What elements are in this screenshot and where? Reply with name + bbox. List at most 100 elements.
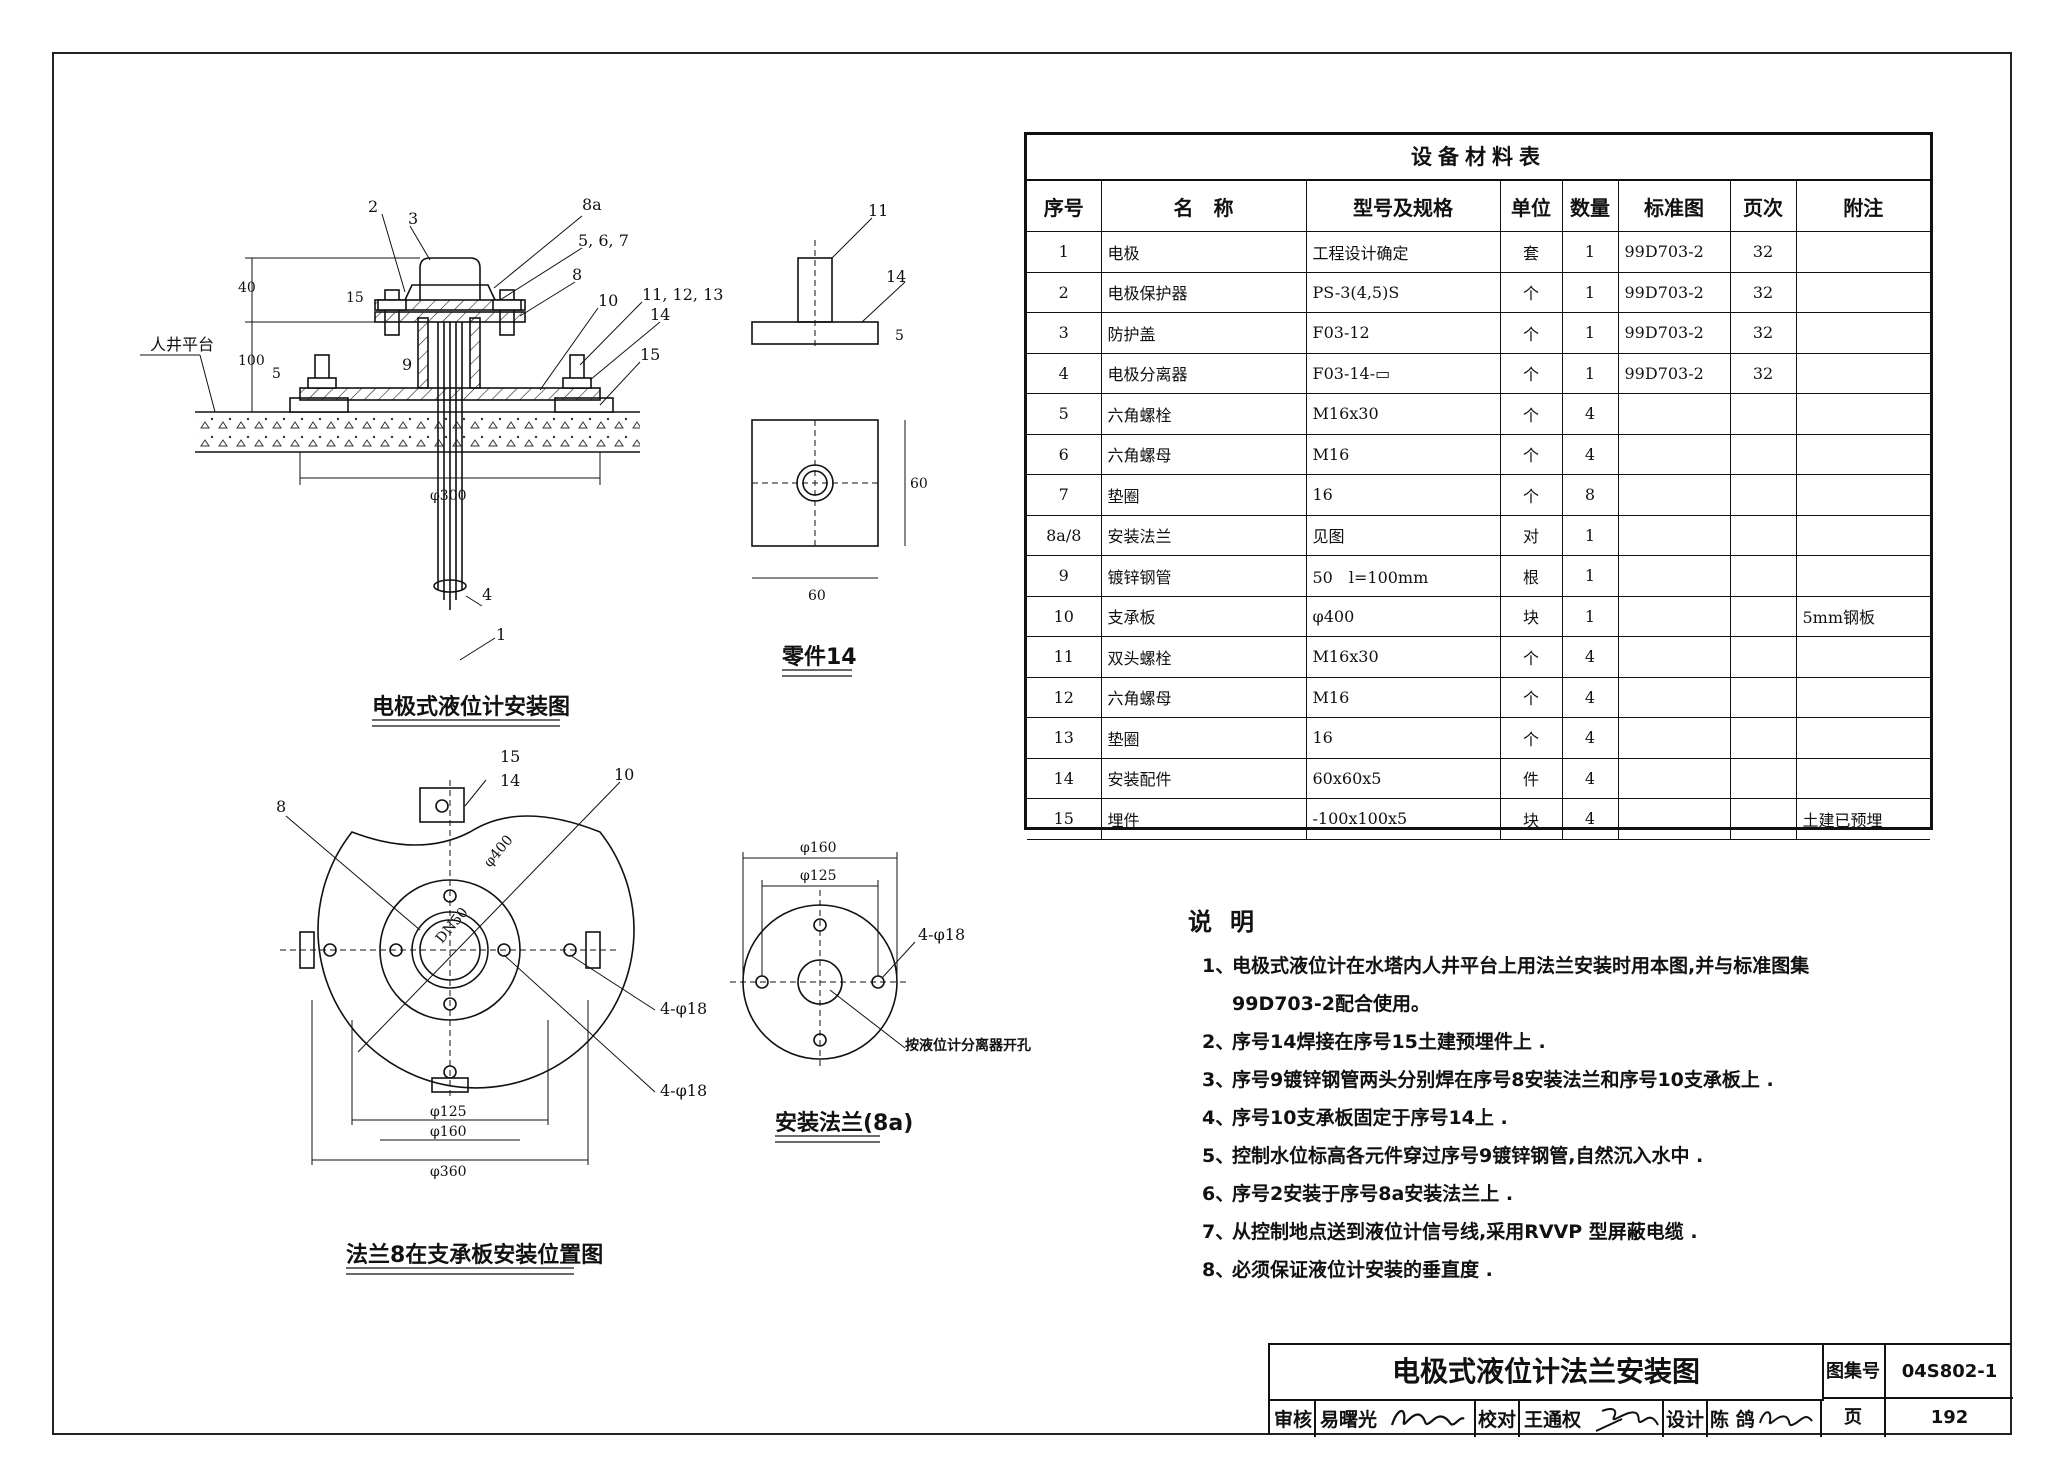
table-cell: 电极 bbox=[1100, 231, 1307, 273]
note-number: 4、 bbox=[1202, 1107, 1235, 1129]
table-cell: 个 bbox=[1499, 676, 1563, 718]
callout-2: 2 bbox=[368, 197, 378, 216]
table-cell: 11 bbox=[1027, 636, 1102, 678]
p14-callout-11: 11 bbox=[868, 201, 888, 220]
table-cell: 1 bbox=[1561, 231, 1619, 273]
table-cell: 32 bbox=[1729, 352, 1797, 394]
table-cell bbox=[1795, 757, 1930, 799]
designer-signature bbox=[1759, 1411, 1813, 1427]
table-cell: 5 bbox=[1027, 393, 1102, 435]
fp-callout-4phi18-a: 4-φ18 bbox=[660, 999, 707, 1018]
page-number: 192 bbox=[1930, 1407, 1969, 1428]
table-cell: M16x30 bbox=[1305, 636, 1501, 678]
col-header: 序号 bbox=[1027, 181, 1102, 232]
fp-dim-phi125: φ125 bbox=[430, 1104, 467, 1120]
table-cell bbox=[1795, 433, 1930, 475]
table-cell: 13 bbox=[1027, 717, 1102, 759]
reviewer-name: 易曙光 bbox=[1320, 1409, 1378, 1431]
dim-5: 5 bbox=[272, 366, 281, 382]
table-cell: 双头螺栓 bbox=[1100, 636, 1307, 678]
table-cell bbox=[1795, 352, 1930, 394]
signature-row: 审核 易曙光 校对 王通权 设计 陈 鸽 bbox=[1270, 1399, 1822, 1437]
table-cell: 99D703-2 bbox=[1617, 271, 1731, 313]
table-cell bbox=[1729, 393, 1797, 435]
table-cell: M16 bbox=[1305, 676, 1501, 718]
table-cell bbox=[1729, 433, 1797, 475]
p14-dim-60-v: 60 bbox=[910, 476, 928, 492]
fp-callout-14: 14 bbox=[500, 771, 520, 790]
table-cell: 安装法兰 bbox=[1100, 514, 1307, 556]
table-cell bbox=[1617, 393, 1731, 435]
dim-40: 40 bbox=[238, 280, 256, 296]
table-cell: 对 bbox=[1499, 514, 1563, 556]
flange8a-drawing bbox=[730, 852, 916, 1143]
table-cell bbox=[1729, 798, 1797, 840]
p14-callout-14: 14 bbox=[886, 267, 906, 286]
table-cell bbox=[1795, 555, 1930, 597]
table-cell: 1 bbox=[1561, 555, 1619, 597]
table-cell bbox=[1795, 717, 1930, 759]
table-cell: 10 bbox=[1027, 595, 1102, 637]
table-cell bbox=[1729, 595, 1797, 637]
table-cell bbox=[1729, 474, 1797, 516]
table-cell: 32 bbox=[1729, 231, 1797, 273]
callout-3: 3 bbox=[408, 209, 418, 228]
table-cell bbox=[1617, 555, 1731, 597]
table-cell: 8a/8 bbox=[1027, 514, 1102, 556]
table-cell: 99D703-2 bbox=[1617, 352, 1731, 394]
table-cell: 99D703-2 bbox=[1617, 231, 1731, 273]
f8a-callout-4phi18: 4-φ18 bbox=[918, 925, 965, 944]
flange-position-labels: 15 14 10 8 4-φ18 4-φ18 φ400 DN50 φ125 φ1… bbox=[276, 747, 707, 1268]
table-cell: 4 bbox=[1561, 433, 1619, 475]
table-cell: 套 bbox=[1499, 231, 1563, 273]
table-cell: 见图 bbox=[1305, 514, 1501, 556]
callout-8a: 8a bbox=[582, 195, 602, 214]
table-cell: 15 bbox=[1027, 798, 1102, 840]
table-cell: 4 bbox=[1561, 757, 1619, 799]
table-cell bbox=[1729, 636, 1797, 678]
table-cell: 1 bbox=[1561, 271, 1619, 313]
table-cell bbox=[1617, 676, 1731, 718]
table-cell: 4 bbox=[1027, 352, 1102, 394]
flange8a-caption: 安装法兰(8a) bbox=[775, 1110, 913, 1136]
table-cell: 1 bbox=[1561, 514, 1619, 556]
table-cell: 根 bbox=[1499, 555, 1563, 597]
fp-callout-4phi18-b: 4-φ18 bbox=[660, 1081, 707, 1100]
drawing-title: 电极式液位计法兰安装图 bbox=[1270, 1345, 1824, 1401]
note-item: 8、必须保证液位计安装的垂直度 . bbox=[1202, 1251, 1948, 1289]
dim-15: 15 bbox=[346, 290, 364, 306]
table-cell bbox=[1617, 433, 1731, 475]
flange-position-drawing bbox=[280, 779, 656, 1275]
table-cell: 件 bbox=[1499, 757, 1563, 799]
install-drawing bbox=[140, 213, 661, 727]
table-cell bbox=[1795, 231, 1930, 273]
table-cell: 99D703-2 bbox=[1617, 312, 1731, 354]
note-number: 8、 bbox=[1202, 1259, 1235, 1281]
note-item: 4、序号10支承板固定于序号14上 . bbox=[1202, 1099, 1948, 1137]
table-cell: 1 bbox=[1561, 312, 1619, 354]
table-cell: 防护盖 bbox=[1100, 312, 1307, 354]
dim-100: 100 bbox=[238, 353, 265, 369]
table-cell: 3 bbox=[1027, 312, 1102, 354]
review-label: 审核 bbox=[1274, 1409, 1313, 1431]
table-cell: 4 bbox=[1561, 393, 1619, 435]
material-table-title: 设备材料表 bbox=[1027, 135, 1930, 181]
table-cell: 埋件 bbox=[1100, 798, 1307, 840]
note-number: 5、 bbox=[1202, 1145, 1235, 1167]
fp-callout-15: 15 bbox=[500, 747, 520, 766]
table-cell bbox=[1795, 676, 1930, 718]
part14-caption: 零件14 bbox=[781, 645, 857, 670]
table-cell: 12 bbox=[1027, 676, 1102, 718]
table-cell: 个 bbox=[1499, 474, 1563, 516]
callout-14: 14 bbox=[650, 305, 670, 324]
